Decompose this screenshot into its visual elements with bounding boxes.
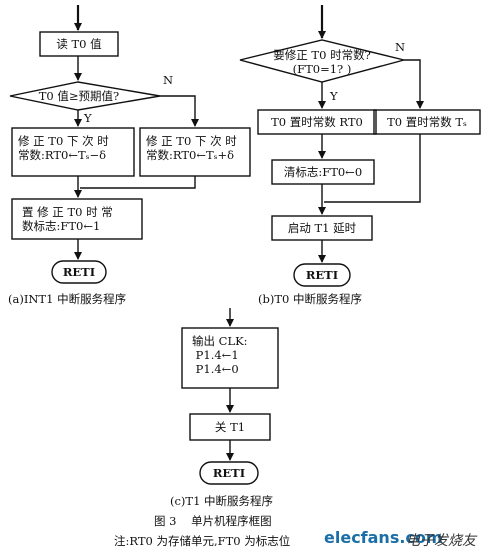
b-no-label: N	[395, 40, 406, 54]
a-no-label: N	[163, 73, 174, 87]
a-yes-label: Y	[84, 111, 92, 125]
a-read-box	[39, 31, 119, 57]
a-caption: (a)INT1 中断服务程序	[8, 292, 127, 306]
b-decision-label: 要修正 T0 时常数? (FT0=1? )	[273, 48, 371, 76]
a-reti-terminal	[51, 260, 107, 284]
b-start-label: 启动 T1 延时	[287, 221, 357, 235]
c-output-label: 输出 CLK: P1.4←1 P1.4←0	[192, 334, 248, 376]
watermark-site: elecfans.com	[324, 528, 443, 547]
a-set-flag-box	[11, 198, 143, 240]
c-reti-terminal	[199, 461, 259, 485]
c-caption: (c)T1 中断服务程序	[170, 494, 274, 508]
a-decision-label: T0 值≥预期值?	[38, 89, 120, 103]
c-close-label: 关 T1	[214, 420, 246, 434]
a-box-yes-label: 修 正 T0 下 次 时 常数:RT0←Tₛ−δ	[18, 134, 109, 162]
a-box-no-label: 修 正 T0 下 次 时 常数:RT0←Tₛ+δ	[146, 134, 237, 162]
b-box-yes-label: T0 置时常数 RT0	[271, 115, 363, 129]
b-box-no	[373, 109, 481, 135]
watermark-cn: 电子发烧友	[406, 533, 476, 549]
figure-title: 图 3 单片机程序框图	[154, 514, 272, 528]
b-clear-box	[271, 159, 375, 185]
figure-note: 注:RT0 为存储单元,FT0 为标志位	[114, 534, 291, 548]
a-reti-label: RETI	[62, 265, 96, 279]
b-clear-label: 清标志:FT0←0	[283, 165, 363, 179]
c-reti-label: RETI	[212, 466, 246, 480]
b-box-yes	[257, 109, 377, 135]
a-box-yes	[11, 127, 135, 177]
b-caption: (b)T0 中断服务程序	[258, 292, 362, 306]
a-read-label: 读 T0 值	[56, 37, 102, 51]
b-yes-label: Y	[330, 89, 338, 103]
b-reti-label: RETI	[305, 268, 339, 282]
a-set-flag-label: 置 修 正 T0 时 常 数标志:FT0←1	[22, 205, 113, 233]
b-reti-terminal	[293, 263, 351, 287]
b-box-no-label: T0 置时常数 Tₛ	[387, 115, 467, 129]
